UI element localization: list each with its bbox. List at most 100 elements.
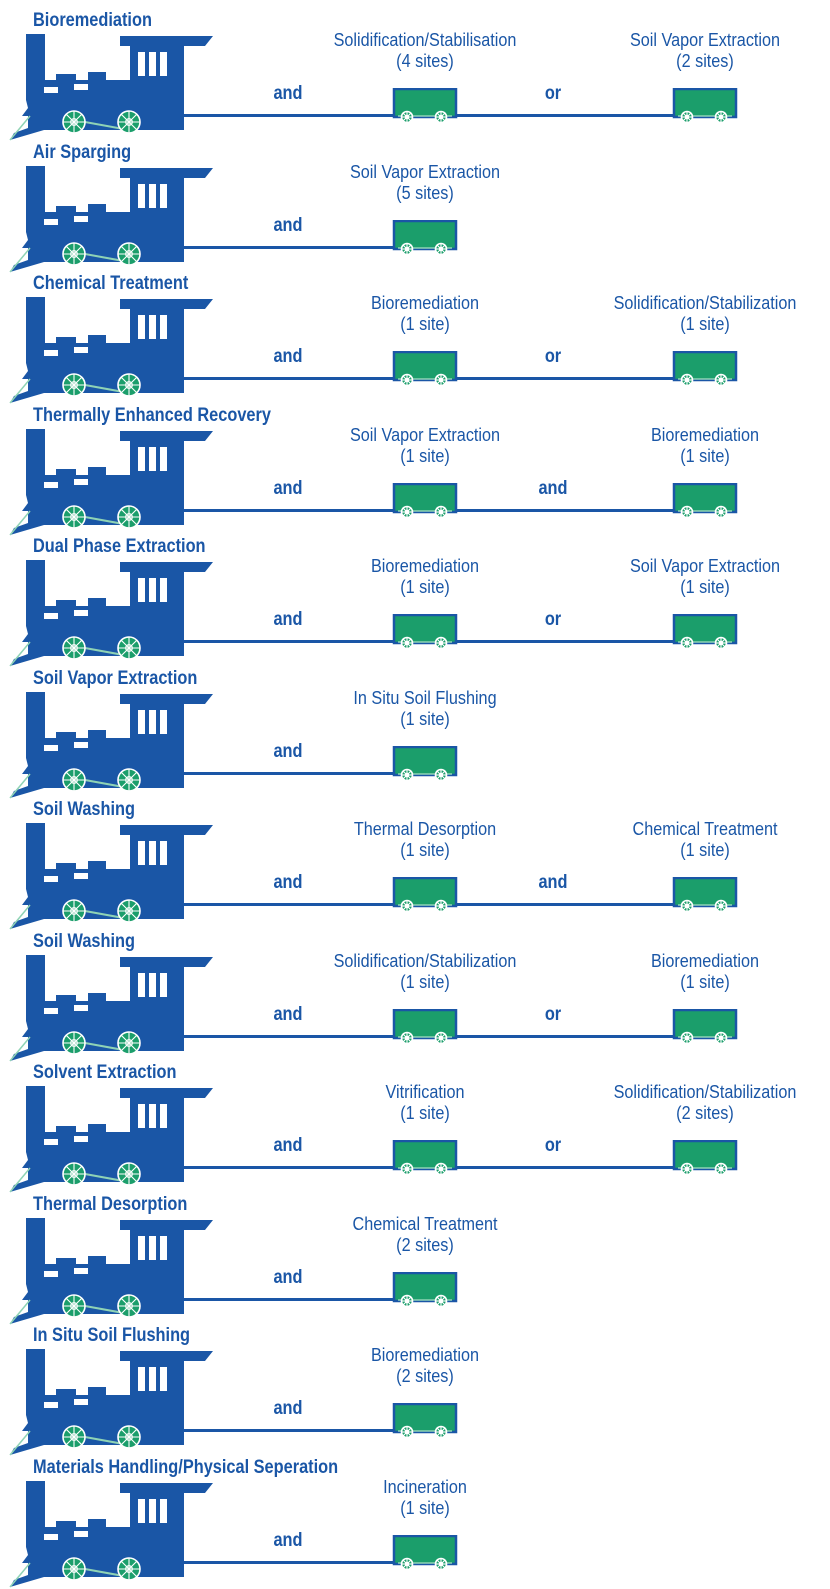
primary-technology-title: In Situ Soil Flushing <box>33 1325 191 1346</box>
site-count: (1 site) <box>680 314 730 334</box>
connector-label: or <box>544 346 562 367</box>
train-car-icon <box>390 1403 460 1439</box>
connector-label: and <box>273 1135 303 1156</box>
technology-name: Bioremediation <box>650 425 760 445</box>
follow-on-technology: Bioremediation(1 site) <box>585 425 825 467</box>
connector-label: and <box>273 1398 303 1419</box>
technology-name: Incineration <box>383 1477 467 1497</box>
treatment-row: Materials Handling/Physical Seperation an… <box>0 1457 830 1589</box>
connector-label: and <box>273 478 303 499</box>
site-count: (4 sites) <box>396 51 454 71</box>
train-car-icon <box>670 877 740 913</box>
train-car-icon <box>390 1535 460 1571</box>
technology-name: Soil Vapor Extraction <box>349 425 501 445</box>
locomotive-icon <box>8 821 213 931</box>
follow-on-technology: Soil Vapor Extraction(2 sites) <box>585 30 825 72</box>
primary-technology-title: Solvent Extraction <box>33 1062 177 1083</box>
connector-label: and <box>538 478 568 499</box>
site-count: (1 site) <box>680 446 730 466</box>
technology-name: Soil Vapor Extraction <box>349 162 501 182</box>
site-count: (1 site) <box>400 840 450 860</box>
technology-name: Vitrification <box>385 1082 465 1102</box>
connector-label: and <box>273 346 303 367</box>
primary-technology-title: Air Sparging <box>33 142 132 163</box>
site-count: (2 sites) <box>676 51 734 71</box>
site-count: (1 site) <box>400 446 450 466</box>
primary-technology-title: Soil Vapor Extraction <box>33 668 198 689</box>
site-count: (1 site) <box>680 972 730 992</box>
train-car-icon <box>390 746 460 782</box>
site-count: (2 sites) <box>396 1366 454 1386</box>
follow-on-technology: Bioremediation(1 site) <box>305 293 545 335</box>
technology-name: Chemical Treatment <box>352 1214 498 1234</box>
locomotive-icon <box>8 558 213 668</box>
connector-label: or <box>544 1135 562 1156</box>
connector-label: and <box>273 215 303 236</box>
train-car-icon <box>670 483 740 519</box>
follow-on-technology: Bioremediation(1 site) <box>305 556 545 598</box>
follow-on-technology: Bioremediation(2 sites) <box>305 1345 545 1387</box>
track-line <box>180 772 425 775</box>
primary-technology-title: Materials Handling/Physical Seperation <box>33 1457 339 1478</box>
track-line <box>180 1298 425 1301</box>
locomotive-icon <box>8 1216 213 1326</box>
follow-on-technology: Soil Vapor Extraction(5 sites) <box>305 162 545 204</box>
site-count: (1 site) <box>400 314 450 334</box>
technology-name: Bioremediation <box>650 951 760 971</box>
primary-technology-title: Soil Washing <box>33 799 135 820</box>
site-count: (1 site) <box>400 709 450 729</box>
primary-technology-title: Dual Phase Extraction <box>33 536 206 557</box>
technology-name: Solidification/Stabilisation <box>333 30 517 50</box>
track-line <box>180 1561 425 1564</box>
train-car-icon <box>390 1272 460 1308</box>
locomotive-icon <box>8 427 213 537</box>
train-car-icon <box>670 88 740 124</box>
train-car-icon <box>390 88 460 124</box>
technology-name: Thermal Desorption <box>353 819 497 839</box>
connector-label: and <box>273 1267 303 1288</box>
follow-on-technology: Solidification/Stabilisation(4 sites) <box>305 30 545 72</box>
technology-name: Solidification/Stabilization <box>333 951 517 971</box>
locomotive-icon <box>8 164 213 274</box>
follow-on-technology: Incineration(1 site) <box>305 1477 545 1519</box>
follow-on-technology: Thermal Desorption(1 site) <box>305 819 545 861</box>
connector-label: or <box>544 83 562 104</box>
train-car-icon <box>670 1009 740 1045</box>
train-car-icon <box>390 351 460 387</box>
primary-technology-title: Thermally Enhanced Recovery <box>33 405 271 426</box>
follow-on-technology: Chemical Treatment(1 site) <box>585 819 825 861</box>
connector-label: or <box>544 1004 562 1025</box>
train-car-icon <box>390 1009 460 1045</box>
follow-on-technology: Solidification/Stabilization(1 site) <box>585 293 825 335</box>
technology-name: Solidification/Stabilization <box>613 293 797 313</box>
locomotive-icon <box>8 953 213 1063</box>
follow-on-technology: Chemical Treatment(2 sites) <box>305 1214 545 1256</box>
follow-on-technology: Solidification/Stabilization(1 site) <box>305 951 545 993</box>
connector-label: and <box>273 741 303 762</box>
locomotive-icon <box>8 1347 213 1457</box>
technology-name: Bioremediation <box>370 556 480 576</box>
technology-name: Bioremediation <box>370 293 480 313</box>
train-car-icon <box>390 220 460 256</box>
follow-on-technology: In Situ Soil Flushing(1 site) <box>305 688 545 730</box>
follow-on-technology: Solidification/Stabilization(2 sites) <box>585 1082 825 1124</box>
connector-label: and <box>273 1004 303 1025</box>
site-count: (1 site) <box>680 840 730 860</box>
technology-name: Chemical Treatment <box>632 819 778 839</box>
connector-label: and <box>273 872 303 893</box>
connector-label: and <box>273 1530 303 1551</box>
train-car-icon <box>390 877 460 913</box>
primary-technology-title: Chemical Treatment <box>33 273 189 294</box>
primary-technology-title: Thermal Desorption <box>33 1194 188 1215</box>
site-count: (1 site) <box>400 972 450 992</box>
